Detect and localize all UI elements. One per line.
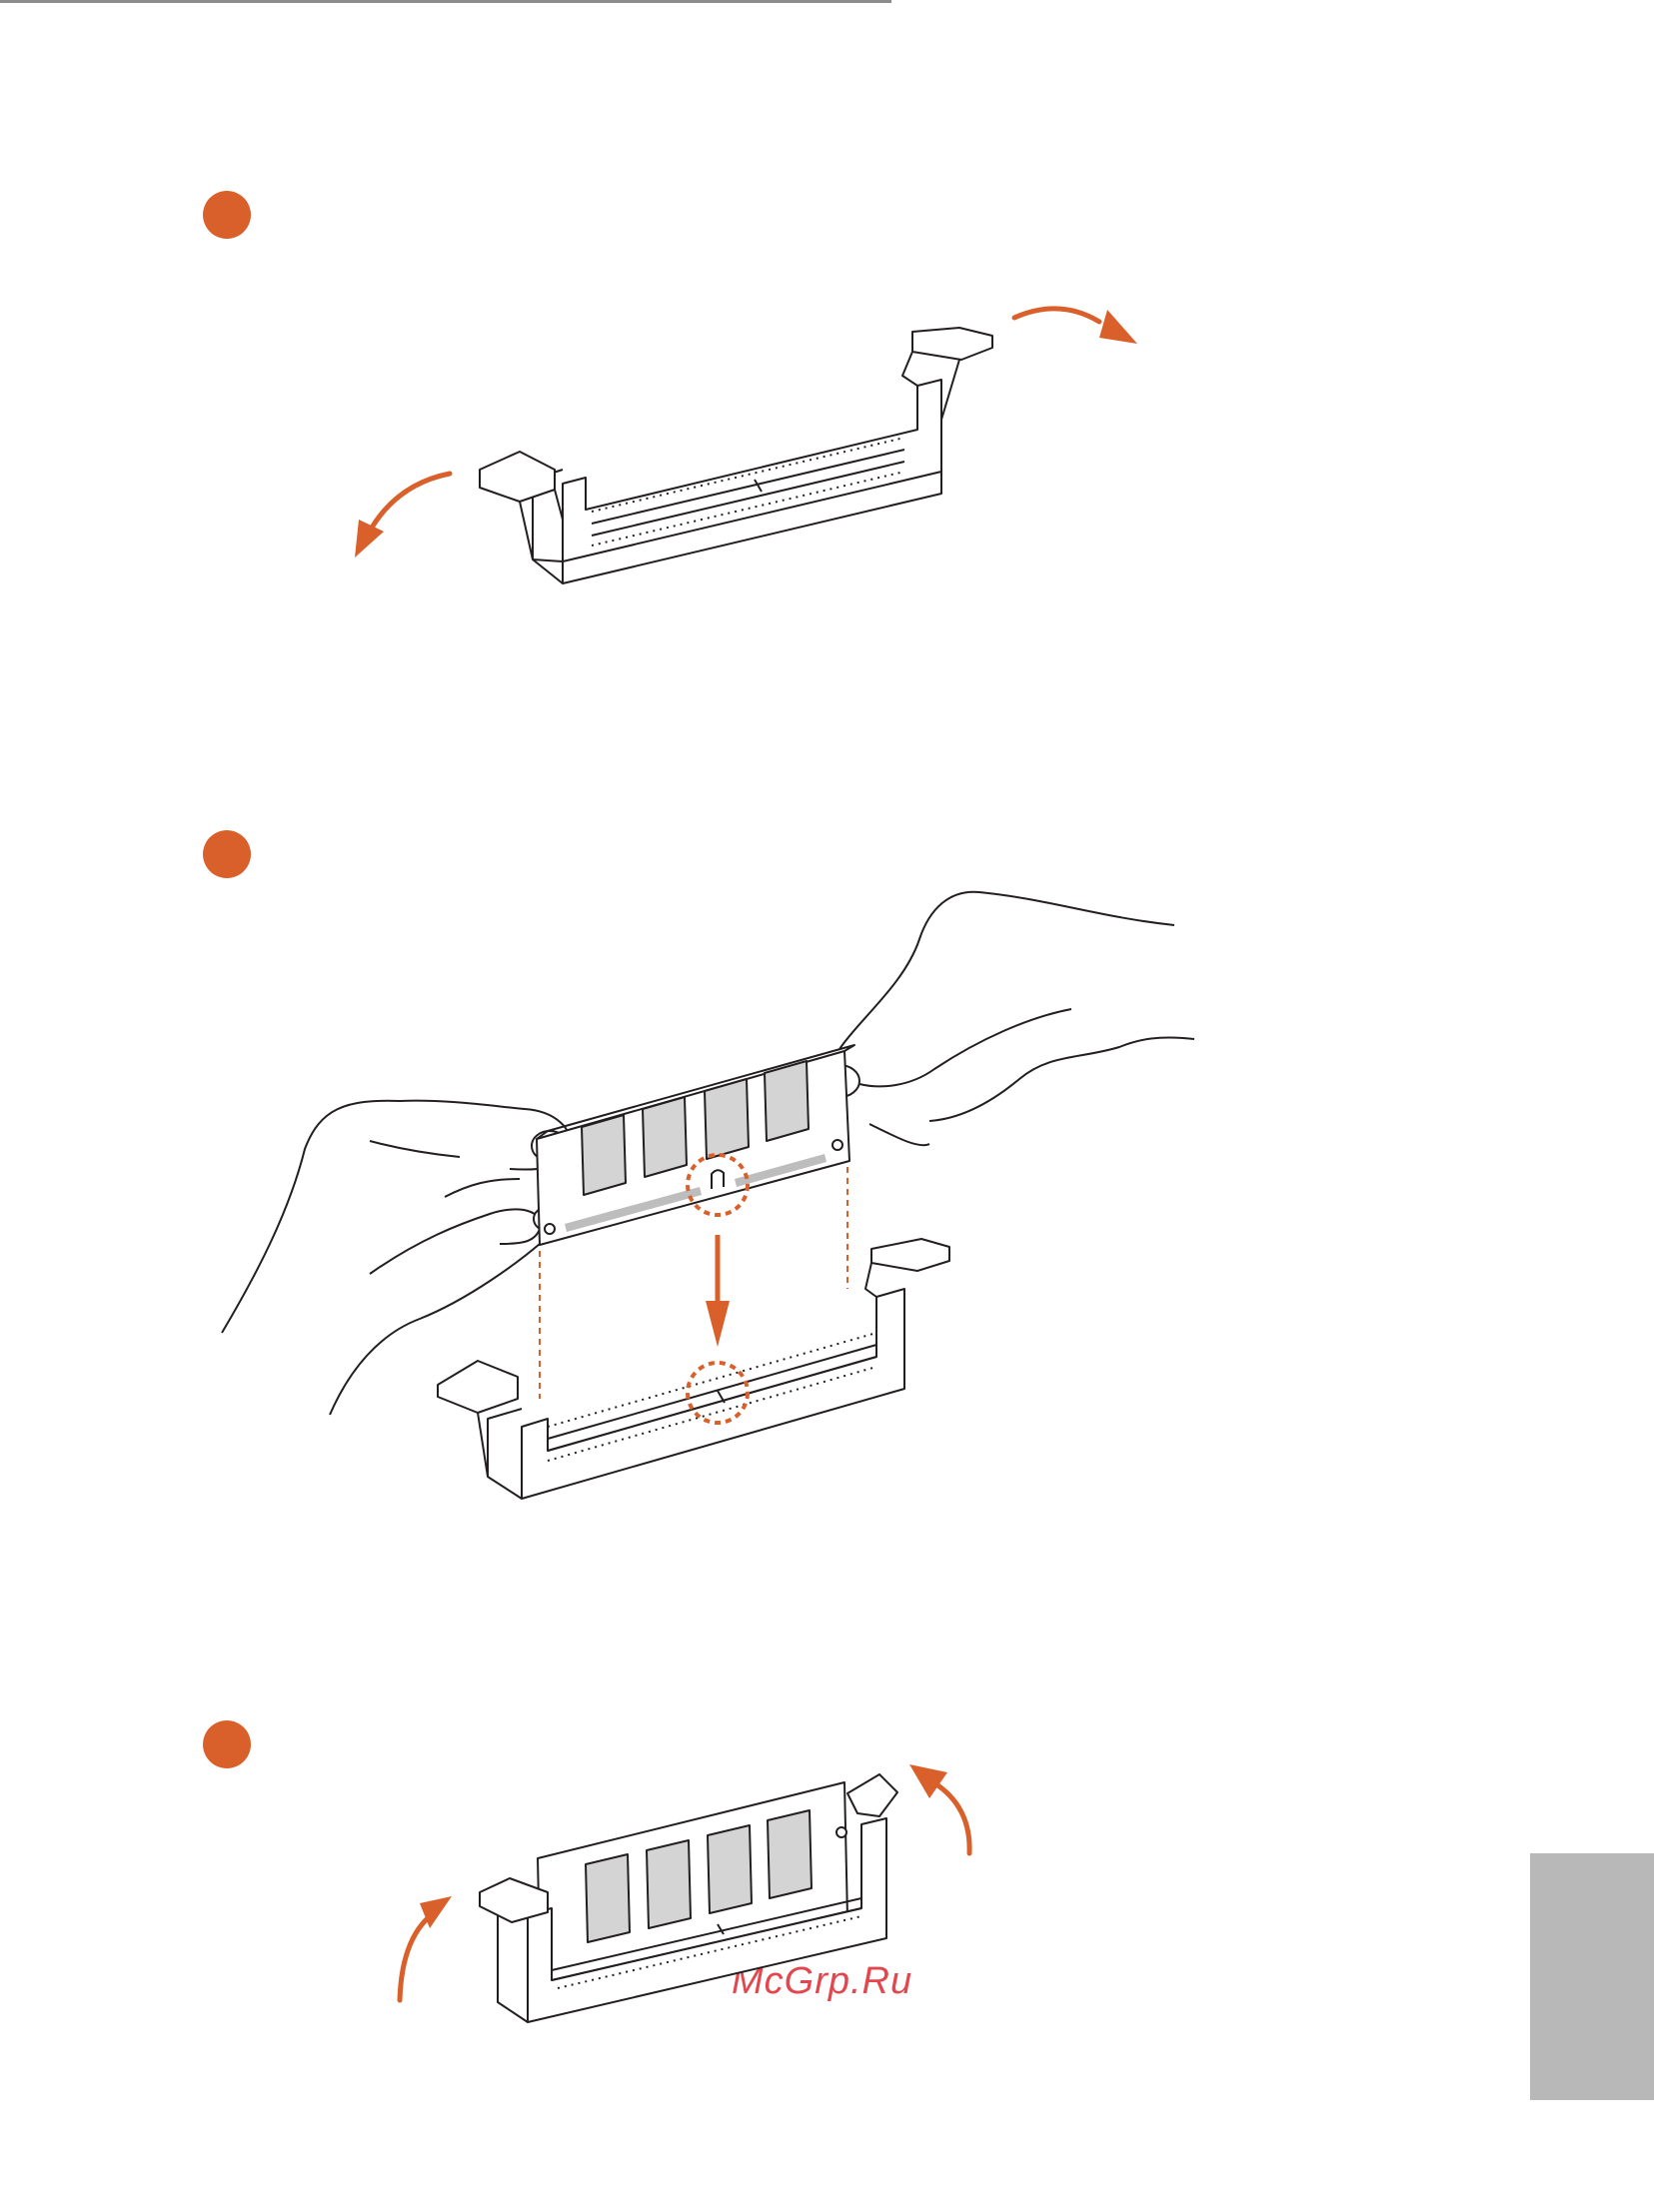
dram-chip-1 [582, 1115, 626, 1195]
dram-chip-2 [643, 1097, 687, 1177]
top-rule [0, 0, 891, 3]
step-2-illustration: McGrp.Ru [0, 879, 1654, 1519]
dram-chip-4 [765, 1061, 809, 1141]
section-side-tab [1530, 1853, 1654, 2100]
dimm-slot-body [563, 380, 941, 561]
step-2-marker [203, 830, 251, 878]
left-hand [222, 1101, 571, 1333]
insert-module-diagram [0, 879, 1654, 1519]
dram-chip-3 [705, 1079, 749, 1159]
seated-chip-1 [586, 1854, 630, 1942]
slot-right-latch [871, 1239, 949, 1271]
step-3-illustration [0, 1758, 1654, 2058]
seated-chip-2 [647, 1840, 691, 1928]
step-1-illustration [0, 280, 1654, 619]
slot-left-latch [438, 1361, 518, 1413]
right-latch [912, 328, 992, 360]
left-open-arrow [368, 474, 450, 535]
right-open-arrow [1014, 309, 1099, 322]
right-close-arrow [933, 1782, 969, 1853]
seated-chip-3 [708, 1825, 752, 1913]
step-1-marker [203, 191, 251, 239]
locked-module-diagram [0, 1758, 1654, 2058]
seated-chip-4 [768, 1810, 812, 1898]
left-latch [480, 452, 555, 502]
open-slot-diagram [0, 280, 1654, 619]
right-hand [839, 892, 1174, 1049]
dimm-slot-side [533, 559, 563, 583]
closed-right-latch [847, 1774, 897, 1816]
